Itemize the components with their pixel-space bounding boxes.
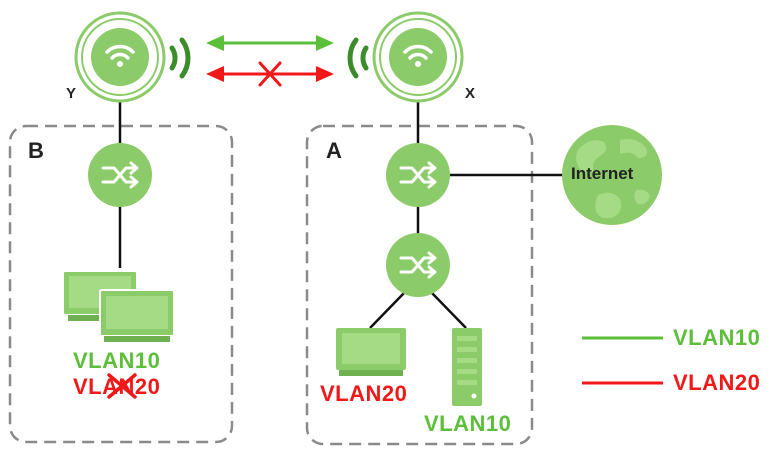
zone-b-label: B [28,138,44,163]
monitor-icon [336,328,406,376]
internet-label: Internet [571,164,634,183]
wifi-access-point-icon [372,11,464,103]
switch-icon [86,141,154,209]
zone-a-box [305,124,534,446]
x-mark-icon [107,373,137,399]
globe-icon [562,125,662,225]
zone-a-label: A [326,138,342,163]
wifi-signal-icon [169,37,191,79]
wifi-signal-icon [347,37,369,79]
access-point-y-label: Y [66,85,77,102]
monitor-icon [99,289,175,342]
x-mark-icon [258,61,282,87]
server-vlan10-label: VLAN10 [424,411,512,436]
legend-vlan20-label: VLAN20 [673,370,761,395]
monitor-vlan20-label: VLAN20 [320,381,408,406]
legend-vlan10-label: VLAN10 [673,325,761,350]
connections [118,100,565,329]
access-point-x-label: X [465,85,476,102]
switch-icon [384,141,452,209]
allowed-link-arrow [206,35,334,51]
zone-b-vlan10-label: VLAN10 [73,348,161,373]
zone-b-vlan20-label: VLAN20 [73,374,161,399]
server-icon [452,328,482,406]
wifi-access-point-icon [74,11,166,103]
switch-icon [384,231,452,299]
